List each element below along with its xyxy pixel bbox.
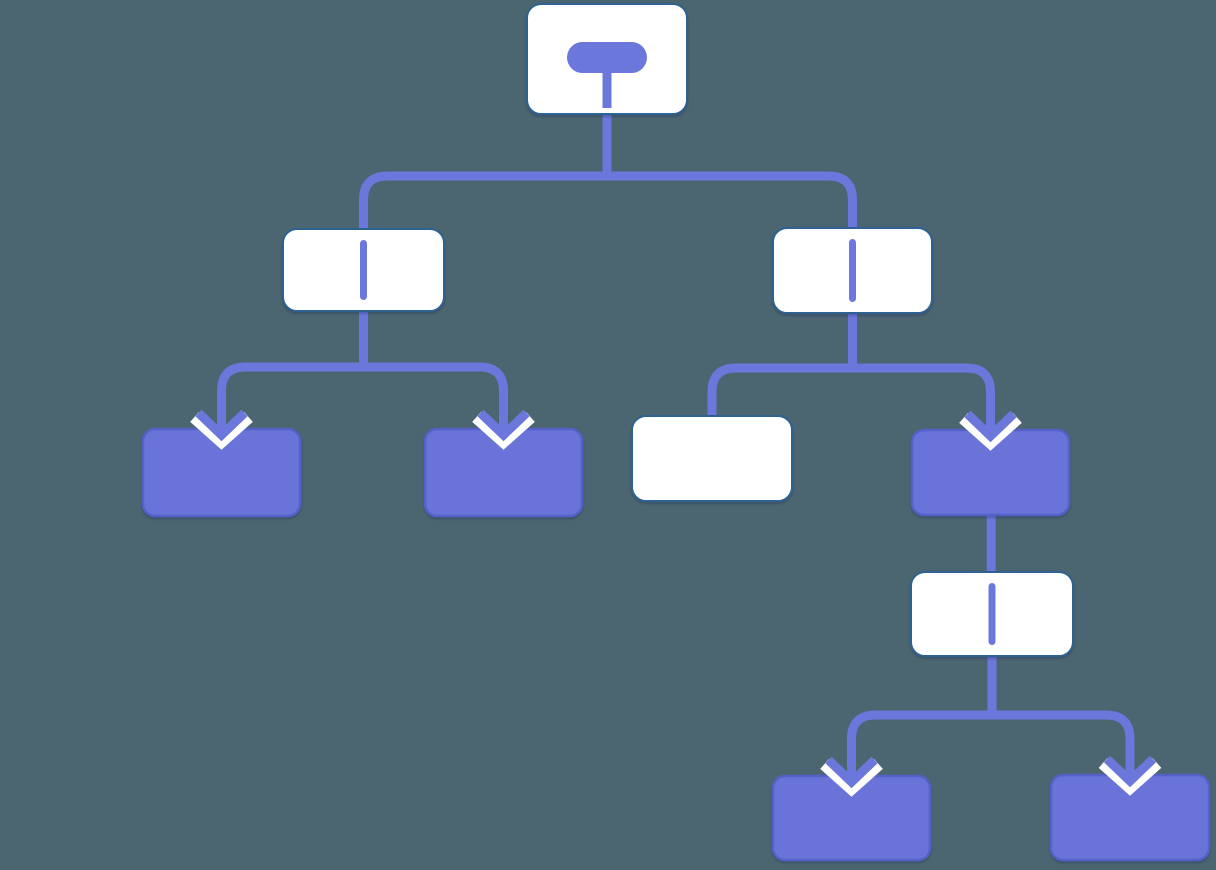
arrowhead-shape	[477, 409, 530, 442]
node-blank-1[interactable]	[631, 415, 793, 502]
connector-fork-edge	[359, 171, 857, 235]
connector-fork-edge	[217, 362, 508, 411]
arrow-down-icon	[472, 399, 535, 450]
vertical-bar-icon	[360, 240, 367, 300]
arrows-layer	[190, 399, 1162, 797]
nodes-layer	[141, 3, 1211, 862]
arrowhead-shape	[195, 409, 248, 442]
arrowhead-shape	[964, 410, 1017, 443]
arrowhead-shape	[1103, 755, 1157, 788]
node-branch-bottom[interactable]	[910, 571, 1074, 657]
pill-stem	[602, 66, 612, 108]
pill-stem-icon	[567, 42, 647, 108]
arrow-down-icon	[959, 400, 1022, 451]
connector-fork-edge	[707, 363, 995, 422]
edges-layer	[217, 111, 1135, 758]
arrow-down-icon	[190, 399, 253, 450]
arrow-down-icon	[1098, 745, 1162, 796]
vertical-bar-icon	[988, 583, 996, 645]
arrow-down-icon	[820, 746, 883, 797]
node-root[interactable]	[526, 3, 688, 115]
vertical-bar-icon	[849, 239, 856, 302]
node-branch-right[interactable]	[772, 227, 933, 314]
node-branch-left[interactable]	[282, 228, 445, 312]
connector-fork-edge	[847, 710, 1135, 758]
pill-shape	[567, 42, 647, 73]
arrowhead-shape	[825, 756, 878, 789]
blank-node-box[interactable]	[631, 415, 793, 502]
